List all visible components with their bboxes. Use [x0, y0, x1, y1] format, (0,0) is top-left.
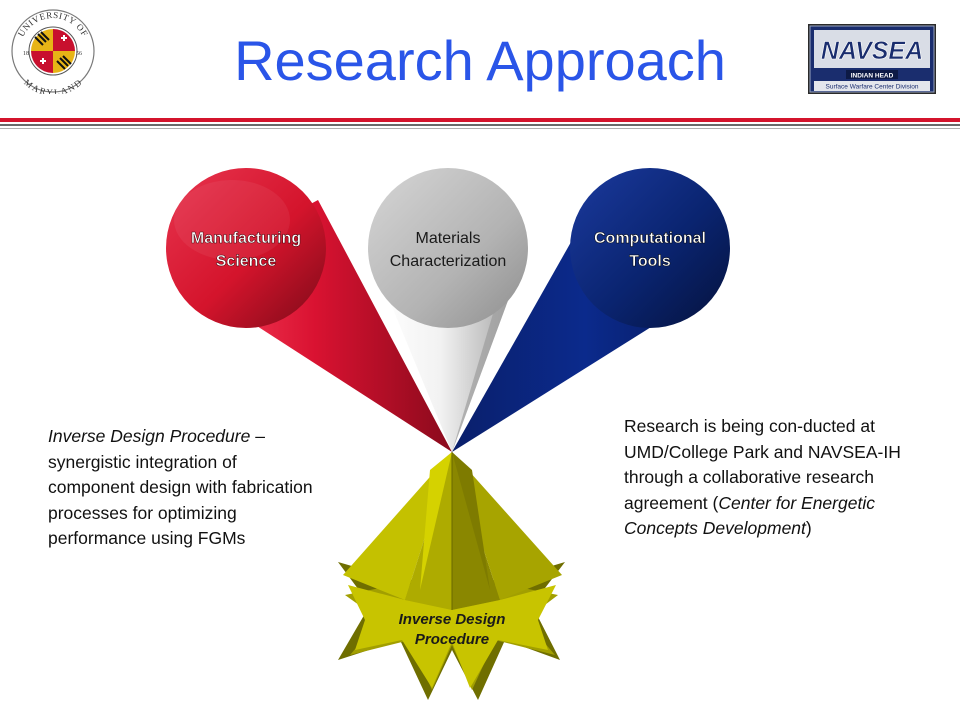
navsea-wordmark: NAVSEA — [821, 37, 923, 65]
circle-materials-line1: Materials — [416, 230, 481, 247]
circle-manufacturing-science: Manufacturing Science — [166, 168, 326, 328]
navsea-logo: NAVSEA INDIAN HEAD Surface Warfare Cente… — [808, 24, 936, 94]
page-title: Research Approach — [234, 29, 726, 92]
maryland-flag-icon — [31, 29, 75, 73]
inverse-design-starburst: Inverse Design Procedure — [338, 452, 565, 700]
header-divider-thin — [0, 128, 960, 129]
starburst-label-line2: Procedure — [415, 631, 489, 648]
inverse-design-description: Inverse Design Procedure – synergistic i… — [48, 424, 318, 552]
inverse-design-lead: Inverse Design Procedure — [48, 426, 251, 446]
research-collaboration-description: Research is being con-ducted at UMD/Coll… — [624, 414, 914, 542]
circle-manufacturing-line1: Manufacturing — [191, 230, 301, 247]
circle-manufacturing-line2: Science — [216, 253, 277, 270]
circle-materials-line2: Characterization — [390, 253, 507, 270]
circle-computational-tools: Computational Tools — [570, 168, 730, 328]
collaboration-body: Research is being con-ducted at UMD/Coll… — [624, 416, 901, 513]
seal-year-left: 18 — [23, 51, 29, 57]
circle-materials-characterization: Materials Characterization — [368, 168, 528, 328]
circle-computational-line2: Tools — [629, 253, 671, 270]
navsea-subtitle: INDIAN HEAD — [851, 73, 894, 80]
starburst-label-line1: Inverse Design — [399, 611, 506, 628]
header-divider-dark — [0, 124, 960, 126]
header-divider-red — [0, 118, 960, 122]
collaboration-close: ) — [805, 518, 812, 538]
university-seal-logo: UNIVERSITY OF MARYLAND 18 56 — [11, 9, 95, 94]
collaboration-center-name: Center for Energetic Concepts Developmen… — [624, 492, 875, 539]
seal-year-right: 56 — [76, 51, 82, 57]
navsea-division: Surface Warfare Center Division — [826, 84, 919, 91]
circle-computational-line1: Computational — [594, 230, 706, 247]
inverse-design-body: – synergistic integration of component d… — [48, 426, 313, 548]
